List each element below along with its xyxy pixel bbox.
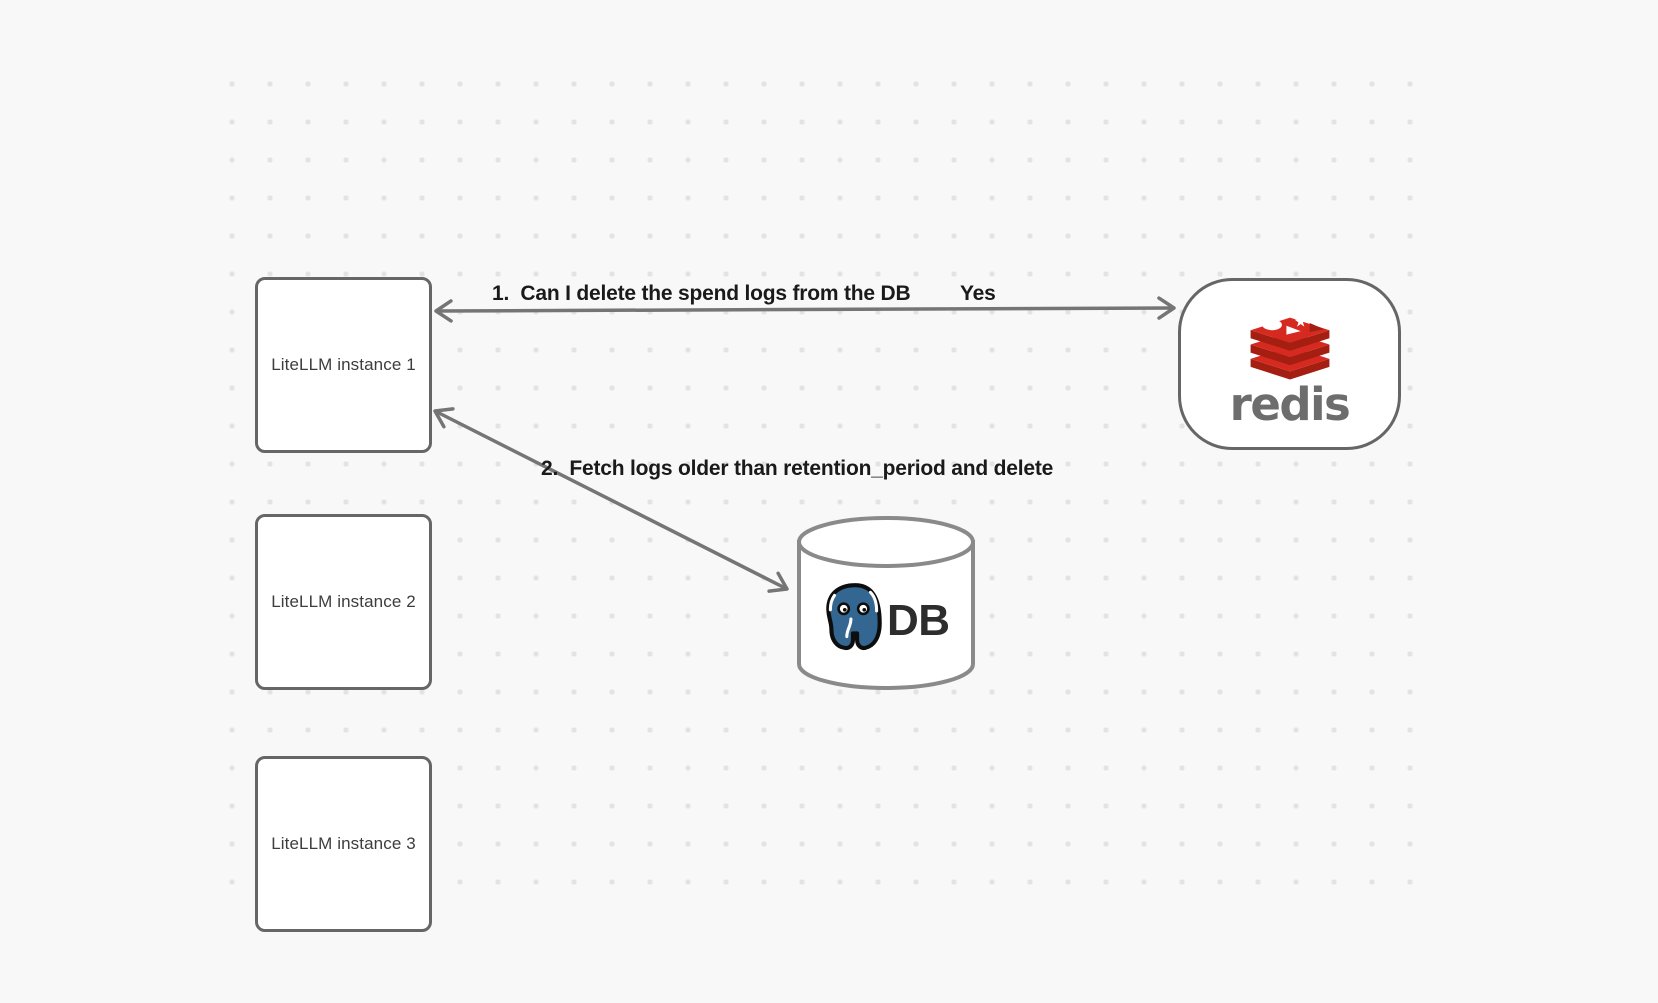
edge-litellm1-db[interactable] bbox=[433, 407, 789, 593]
node-litellm-instance-2[interactable]: LiteLLM instance 2 bbox=[255, 514, 432, 690]
postgresql-elephant-icon bbox=[826, 583, 882, 651]
redis-logo-icon: ★ bbox=[1250, 314, 1329, 380]
node-litellm-instance-3[interactable]: LiteLLM instance 3 bbox=[255, 756, 432, 932]
node-database[interactable]: DB bbox=[795, 514, 977, 692]
edge-litellm1-redis[interactable] bbox=[434, 296, 1176, 323]
database-cylinder-icon bbox=[797, 516, 975, 690]
edge-fetch-delete-label[interactable]: 2. Fetch logs older than retention_perio… bbox=[541, 457, 1054, 480]
node-label: LiteLLM instance 2 bbox=[271, 592, 416, 611]
redis-wordmark: redis bbox=[1229, 378, 1351, 431]
svg-text:★: ★ bbox=[1293, 314, 1307, 331]
edge-answer-yes-label[interactable]: Yes bbox=[960, 282, 996, 305]
edge-question-label[interactable]: 1. Can I delete the spend logs from the … bbox=[492, 282, 911, 305]
database-label: DB bbox=[887, 596, 950, 645]
node-litellm-instance-1[interactable]: LiteLLM instance 1 bbox=[255, 277, 432, 453]
node-label: LiteLLM instance 1 bbox=[271, 355, 416, 374]
node-redis[interactable]: ★ redis bbox=[1178, 278, 1401, 450]
node-label: LiteLLM instance 3 bbox=[271, 834, 416, 853]
